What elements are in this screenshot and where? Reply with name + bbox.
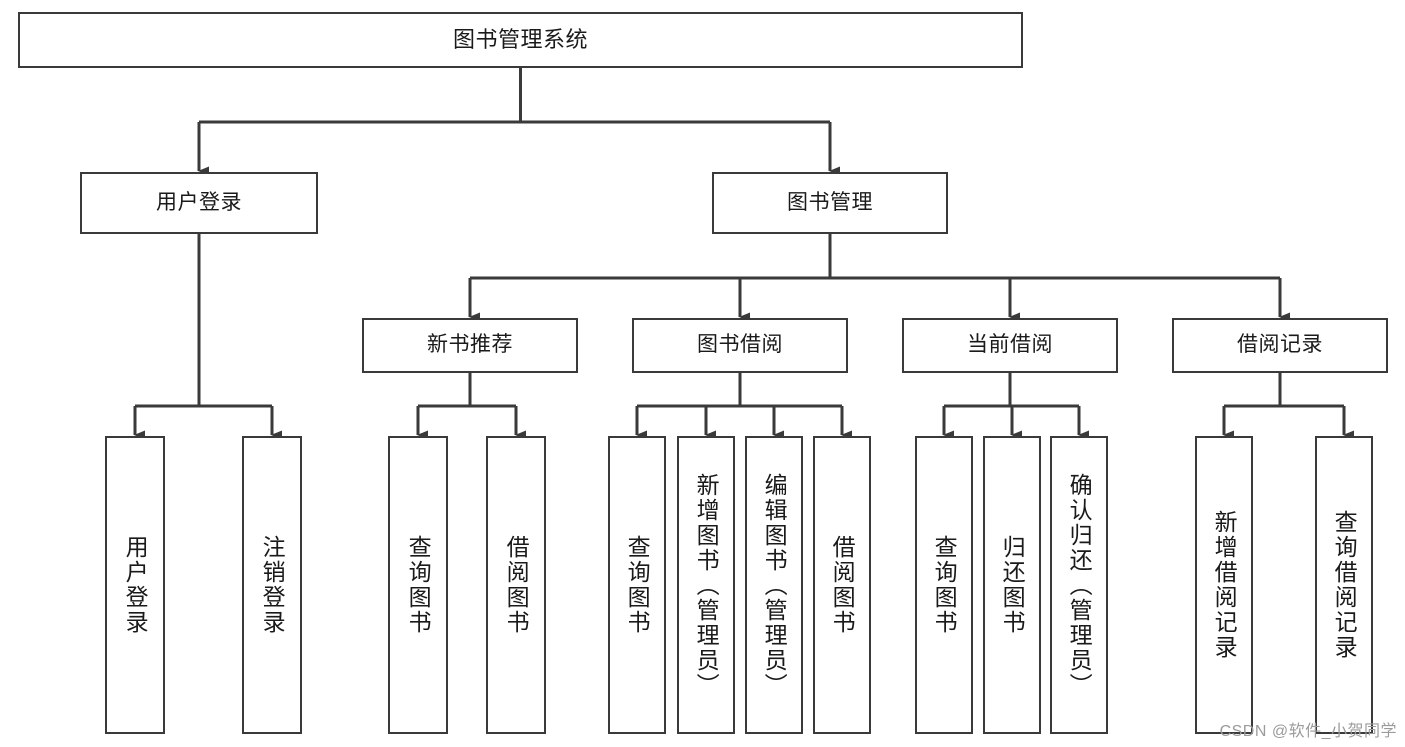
node-label: 借阅记录	[1237, 333, 1323, 357]
node-leaf-confirm-return: 确认归还（管理员）	[1050, 436, 1108, 734]
node-label: 当前借阅	[967, 333, 1053, 357]
node-label: 借阅图书	[503, 535, 530, 635]
node-leaf-borrow-book-1: 借阅图书	[486, 436, 546, 734]
node-leaf-add-record: 新增借阅记录	[1195, 436, 1253, 734]
node-label: 图书借阅	[697, 333, 783, 357]
node-new-book-recommend: 新书推荐	[362, 318, 578, 373]
node-label: 新书推荐	[427, 333, 513, 357]
node-label: 用户登录	[122, 535, 149, 635]
node-user-login: 用户登录	[80, 172, 318, 234]
node-leaf-borrow-book-2: 借阅图书	[813, 436, 871, 734]
node-current-borrow: 当前借阅	[902, 318, 1118, 373]
node-leaf-edit-book: 编辑图书（管理员）	[745, 436, 803, 734]
node-label: 查询图书	[405, 535, 432, 635]
node-label: 用户登录	[156, 190, 242, 214]
node-label: 图书管理	[787, 190, 873, 214]
node-book-borrow: 图书借阅	[632, 318, 848, 373]
node-leaf-logout: 注销登录	[242, 436, 302, 734]
node-leaf-return-book: 归还图书	[983, 436, 1041, 734]
node-root: 图书管理系统	[18, 12, 1023, 68]
node-label: 查询借阅记录	[1331, 510, 1358, 660]
node-label: 新增借阅记录	[1211, 510, 1238, 660]
node-label: 注销登录	[259, 535, 286, 635]
node-label: 借阅图书	[829, 535, 856, 635]
node-leaf-user-login: 用户登录	[105, 436, 165, 734]
node-leaf-add-book: 新增图书（管理员）	[677, 436, 735, 734]
node-book-manage: 图书管理	[712, 172, 948, 234]
node-leaf-query-book-1: 查询图书	[388, 436, 448, 734]
node-leaf-query-book-2: 查询图书	[608, 436, 666, 734]
node-label: 新增图书（管理员）	[693, 472, 720, 698]
node-borrow-record: 借阅记录	[1172, 318, 1388, 373]
node-leaf-query-book-3: 查询图书	[915, 436, 973, 734]
node-label: 确认归还（管理员）	[1066, 472, 1093, 698]
node-label: 编辑图书（管理员）	[761, 472, 788, 698]
node-label: 归还图书	[999, 535, 1026, 635]
node-leaf-query-record: 查询借阅记录	[1315, 436, 1373, 734]
node-label: 图书管理系统	[452, 27, 588, 53]
node-label: 查询图书	[931, 535, 958, 635]
node-label: 查询图书	[624, 535, 651, 635]
